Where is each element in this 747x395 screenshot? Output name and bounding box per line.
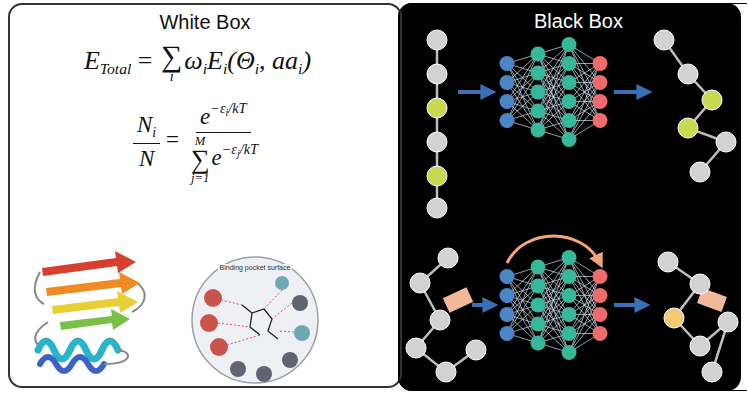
equation-fraction: NiN bbox=[133, 112, 160, 172]
panel-title: White Box bbox=[10, 11, 400, 34]
figure-caption-small: Binding pocket surface bbox=[205, 264, 305, 271]
equation-symbol: −ε bbox=[210, 100, 225, 116]
equation-symbol: i bbox=[170, 68, 174, 84]
equation-symbol: i bbox=[152, 125, 156, 140]
equation-symbol: N bbox=[139, 146, 154, 171]
equation-sub: i bbox=[152, 125, 156, 140]
fraction-denominator: M∑j=1e−εj/kT bbox=[185, 133, 262, 184]
sum-lower: j=1 bbox=[191, 172, 209, 184]
residue-chain bbox=[427, 30, 447, 218]
equation-symbol: i bbox=[298, 60, 302, 77]
equation: ETotal=∑iωiEi(Θi, aai) bbox=[0, 42, 395, 84]
equation-sub: i bbox=[226, 107, 229, 118]
neural-network bbox=[500, 236, 608, 360]
protein-cartoon bbox=[35, 251, 145, 371]
equation-symbol: ∑ bbox=[161, 39, 182, 72]
black-box-art bbox=[406, 30, 738, 382]
equation-symbol: e bbox=[212, 145, 222, 170]
white-panel-ground bbox=[8, 3, 386, 388]
equation-symbol: Total bbox=[100, 60, 132, 77]
equation-symbol: i bbox=[223, 60, 227, 77]
pocket-label: Binding pocket surface bbox=[218, 264, 293, 271]
sum-lower: i bbox=[170, 70, 174, 84]
equation-sub: i bbox=[255, 60, 259, 77]
binding-pocket bbox=[192, 257, 318, 383]
flow-arrow bbox=[472, 303, 492, 307]
equation: NiN=e−εi/kTM∑j=1e−εj/kT bbox=[0, 100, 395, 184]
neural-network bbox=[500, 37, 608, 147]
fraction-numerator: e−εi/kT bbox=[196, 100, 250, 133]
equation-symbol: ∑ bbox=[191, 144, 210, 174]
sum-sign: M∑j=1 bbox=[191, 135, 210, 184]
equation-symbol: E bbox=[84, 46, 100, 75]
equation-symbol: j bbox=[237, 148, 240, 159]
equation-symbol: ) bbox=[302, 46, 311, 75]
fraction-denominator: N bbox=[135, 144, 158, 172]
equation-sub: j bbox=[237, 148, 240, 159]
equation-symbol: = bbox=[166, 127, 179, 152]
equation-symbol: ω bbox=[184, 46, 202, 75]
equation-sub: i bbox=[223, 60, 227, 77]
equation-sub: Total bbox=[100, 60, 132, 77]
equation-symbol: E bbox=[207, 46, 223, 75]
sum-sign: ∑i bbox=[161, 42, 182, 84]
equation-symbol: i bbox=[255, 60, 259, 77]
equation-symbol: i bbox=[203, 60, 207, 77]
equation-symbol: = bbox=[138, 46, 153, 75]
flow-arrow bbox=[614, 303, 644, 307]
flow-arrow bbox=[614, 90, 646, 94]
equation-symbol: N bbox=[137, 112, 152, 137]
equation-symbol: , aa bbox=[259, 46, 298, 75]
residue-chain bbox=[654, 30, 736, 182]
equation-sup: −εj/kT bbox=[222, 141, 258, 157]
equation-symbol: /kT bbox=[240, 141, 258, 157]
sum-symbol: ∑ bbox=[191, 147, 210, 172]
flow-arrow bbox=[458, 90, 490, 94]
equation-symbol: (Θ bbox=[227, 46, 254, 75]
equation-sub: i bbox=[298, 60, 302, 77]
equation-sup: −εi/kT bbox=[210, 100, 246, 116]
equation-symbol: /kT bbox=[228, 100, 246, 116]
residue-chain bbox=[658, 252, 738, 382]
equation-sub: i bbox=[203, 60, 207, 77]
equation-symbol: −ε bbox=[222, 141, 237, 157]
equation-fraction: e−εi/kTM∑j=1e−εj/kT bbox=[185, 100, 262, 184]
black-panel-ground bbox=[398, 3, 741, 391]
residue-chain bbox=[406, 248, 486, 382]
equation-symbol: j=1 bbox=[191, 171, 209, 185]
panel-box: Black Box bbox=[398, 3, 747, 391]
sum-symbol: ∑ bbox=[161, 42, 182, 70]
equation-symbol: i bbox=[226, 107, 229, 118]
equation-symbol: e bbox=[200, 104, 210, 129]
panel-title: Black Box bbox=[399, 10, 747, 33]
fraction-numerator: Ni bbox=[133, 112, 160, 144]
